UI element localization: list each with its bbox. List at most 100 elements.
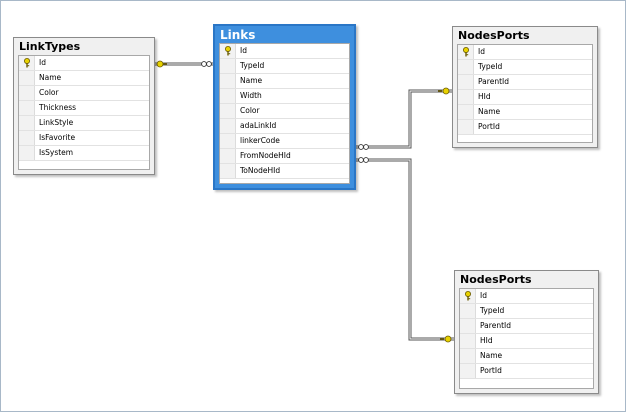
column-row[interactable]: HId: [458, 90, 592, 105]
column-row[interactable]: TypeId: [460, 304, 593, 319]
column-name: adaLinkId: [240, 121, 277, 130]
row-selector: [19, 146, 35, 160]
row-selector: [220, 44, 236, 58]
column-row[interactable]: Width: [220, 89, 349, 104]
column-row[interactable]: Thickness: [19, 101, 149, 116]
row-selector: [220, 104, 236, 118]
column-row[interactable]: TypeId: [458, 60, 592, 75]
column-name: HId: [480, 336, 493, 345]
primary-key-icon: [24, 58, 30, 68]
row-selector: [220, 89, 236, 103]
column-row[interactable]: TypeId: [220, 59, 349, 74]
column-name: PortId: [478, 122, 500, 131]
infinity-end-icon: [358, 144, 369, 150]
primary-key-icon: [465, 291, 471, 301]
column-name: Name: [478, 107, 501, 116]
column-row[interactable]: Id: [220, 44, 349, 59]
row-selector: [458, 75, 474, 89]
column-row[interactable]: Name: [19, 71, 149, 86]
column-row[interactable]: PortId: [460, 364, 593, 379]
column-name: TypeId: [480, 306, 505, 315]
row-selector: [460, 304, 476, 318]
column-row[interactable]: Id: [19, 56, 149, 71]
column-row[interactable]: ParentId: [458, 75, 592, 90]
column-row[interactable]: ToNodeHId: [220, 164, 349, 179]
column-name: Name: [39, 73, 62, 82]
column-row[interactable]: IsFavorite: [19, 131, 149, 146]
column-row[interactable]: Color: [220, 104, 349, 119]
row-selector: [19, 131, 35, 145]
row-selector: [460, 334, 476, 348]
row-selector: [458, 90, 474, 104]
column-row[interactable]: LinkStyle: [19, 116, 149, 131]
row-selector: [458, 120, 474, 134]
column-name: IsSystem: [39, 148, 74, 157]
row-selector: [460, 364, 476, 378]
infinity-end-icon: [201, 61, 212, 67]
column-name: Thickness: [39, 103, 77, 112]
column-row[interactable]: HId: [460, 334, 593, 349]
column-name: LinkStyle: [39, 118, 74, 127]
column-name: Width: [240, 91, 262, 100]
column-row[interactable]: Color: [19, 86, 149, 101]
table-title: NodesPorts: [458, 29, 530, 42]
column-row[interactable]: Name: [458, 105, 592, 120]
row-selector: [458, 60, 474, 74]
column-name: Id: [480, 291, 487, 300]
column-row[interactable]: PortId: [458, 120, 592, 135]
column-name: ToNodeHId: [240, 166, 281, 175]
column-row[interactable]: linkerCode: [220, 134, 349, 149]
relationship-links-nodesports-2[interactable]: [356, 157, 454, 343]
row-selector: [460, 349, 476, 363]
table-title: NodesPorts: [460, 273, 532, 286]
column-row[interactable]: IsSystem: [19, 146, 149, 161]
column-row[interactable]: adaLinkId: [220, 119, 349, 134]
column-row[interactable]: ParentId: [460, 319, 593, 334]
column-name: TypeId: [478, 62, 503, 71]
row-selector: [220, 59, 236, 73]
relationship-links-nodesports-1[interactable]: [356, 87, 452, 150]
column-row[interactable]: Id: [458, 45, 592, 60]
column-name: IsFavorite: [39, 133, 76, 142]
row-selector: [458, 45, 474, 59]
row-selector: [19, 56, 35, 70]
row-selector: [19, 116, 35, 130]
column-name: FromNodeHId: [240, 151, 291, 160]
table-title: LinkTypes: [19, 40, 81, 53]
row-selector: [460, 319, 476, 333]
column-row[interactable]: Name: [460, 349, 593, 364]
column-name: ParentId: [478, 77, 509, 86]
column-row[interactable]: FromNodeHId: [220, 149, 349, 164]
row-selector: [460, 289, 476, 303]
primary-key-icon: [225, 46, 231, 56]
row-selector: [458, 105, 474, 119]
column-name: Id: [39, 58, 46, 67]
column-row[interactable]: Id: [460, 289, 593, 304]
column-name: Id: [240, 46, 247, 55]
infinity-end-icon: [358, 157, 369, 163]
row-selector: [220, 119, 236, 133]
column-row[interactable]: Name: [220, 74, 349, 89]
column-name: Name: [480, 351, 503, 360]
key-end-icon: [438, 87, 450, 95]
column-name: Id: [478, 47, 485, 56]
row-selector: [19, 71, 35, 85]
primary-key-icon: [463, 47, 469, 57]
column-name: PortId: [480, 366, 502, 375]
table-title: Links: [220, 28, 256, 42]
row-selector: [220, 149, 236, 163]
key-end-icon: [156, 60, 167, 68]
key-end-icon: [440, 335, 452, 343]
column-name: Color: [240, 106, 260, 115]
relationship-linktypes-links[interactable]: [155, 60, 213, 68]
row-selector: [19, 101, 35, 115]
